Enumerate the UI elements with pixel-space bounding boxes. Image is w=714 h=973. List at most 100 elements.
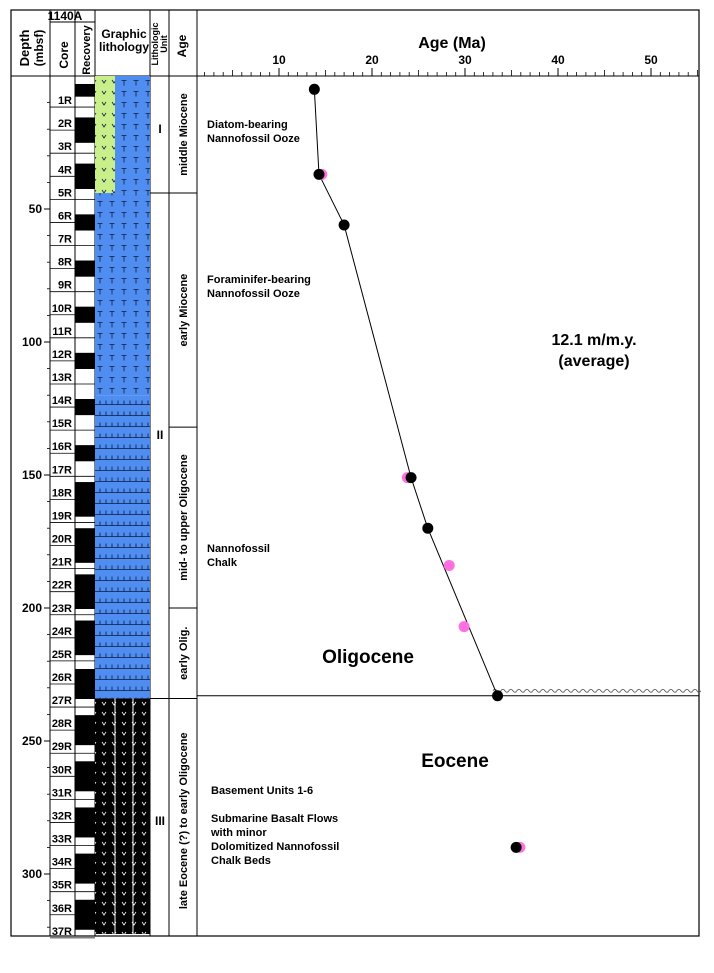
recovery-bar — [75, 761, 95, 777]
lithology-header-2: lithology — [99, 40, 149, 54]
datum-point-black — [405, 472, 417, 484]
unconformity-wave — [492, 688, 702, 693]
unit-header: Lithologic — [150, 23, 160, 66]
core-label: 22R — [52, 580, 72, 592]
recovery-header: Recovery — [81, 24, 93, 74]
datum-point-black — [422, 522, 434, 534]
lithology-description: Nannofossil Ooze — [207, 288, 300, 300]
depth-tick-label: 150 — [22, 468, 42, 482]
recovery-bar — [75, 574, 95, 592]
datum-point-pink — [458, 621, 470, 633]
core-label: 15R — [52, 418, 72, 430]
recovery-bar — [75, 352, 95, 361]
age-unit-label: early Olig. — [178, 627, 190, 680]
oligocene-label: Oligocene — [322, 647, 414, 668]
recovery-bar — [75, 407, 95, 416]
core-label: 3R — [58, 141, 72, 153]
depth-tick-label: 200 — [22, 601, 42, 615]
x-tick-label: 20 — [365, 53, 379, 67]
core-label: 17R — [52, 464, 72, 476]
recovery-bar — [75, 853, 95, 869]
depth-tick-label: 250 — [22, 734, 42, 748]
recovery-bar — [75, 482, 95, 500]
nannofossil-ooze-fill — [115, 76, 150, 194]
core-label: 10R — [52, 303, 72, 315]
core-label: 8R — [58, 257, 72, 269]
core-label: 34R — [52, 857, 72, 869]
age-unit-label: early Miocene — [178, 274, 190, 347]
recovery-bar — [75, 683, 95, 699]
lithology-header: Graphic — [101, 27, 147, 41]
age-unit-label: mid- to upper Oligocene — [178, 454, 190, 581]
lithology-description: Chalk Beds — [211, 855, 271, 867]
recovery-bar — [75, 620, 95, 638]
rate-annotation-2: (average) — [558, 353, 629, 370]
age-unit-label: late Eocene (?) to early Oligocene — [178, 732, 190, 909]
depth-tick-label: 300 — [22, 867, 42, 881]
core-label: 1R — [58, 95, 72, 107]
recovery-bar — [75, 730, 95, 746]
outer-frame — [10, 9, 700, 937]
core-label: 9R — [58, 280, 72, 292]
lithology-description: Foraminifer-bearing — [207, 274, 311, 286]
lithology-description: Dolomitized Nannofossil — [211, 841, 339, 853]
core-label: 5R — [58, 187, 72, 199]
recovery-bar — [75, 222, 95, 231]
core-label: 19R — [52, 510, 72, 522]
recovery-bar — [75, 715, 95, 731]
core-label: 29R — [52, 741, 72, 753]
recovery-bar — [75, 445, 95, 454]
datum-point-black — [313, 168, 325, 180]
core-label: 23R — [52, 603, 72, 615]
core-label: 33R — [52, 834, 72, 846]
recovery-bar — [75, 176, 95, 189]
recovery-bar — [75, 899, 95, 915]
lithologic-unit-label: II — [157, 428, 164, 442]
core-label: 11R — [52, 326, 72, 338]
core-label: 30R — [52, 764, 72, 776]
age-header: Age — [175, 34, 189, 57]
recovery-bar — [75, 545, 95, 563]
recovery-bar — [75, 637, 95, 656]
age-depth-line — [313, 89, 499, 696]
recovery-bar — [75, 163, 95, 177]
diatom-ooze-fill — [95, 76, 115, 194]
core-label: 27R — [52, 695, 72, 707]
x-tick-label: 10 — [272, 53, 286, 67]
basalt-fill — [95, 698, 150, 934]
recovery-bar — [75, 807, 95, 823]
lithologic-unit-label: I — [158, 122, 161, 136]
datum-point-black — [338, 219, 350, 231]
recovery-bar — [75, 914, 95, 930]
recovery-bar — [75, 360, 95, 369]
lithology-description: Submarine Basalt Flows — [211, 813, 338, 825]
lithology-description: Nannofossil — [207, 543, 270, 555]
x-axis-title: Age (Ma) — [418, 35, 486, 52]
core-label: 32R — [52, 810, 72, 822]
rate-annotation: 12.1 m/m.y. — [551, 332, 636, 349]
core-label: 20R — [52, 534, 72, 546]
recovery-bar — [75, 822, 95, 838]
nannofossil-chalk-fill — [95, 395, 150, 699]
datum-point-black — [308, 83, 320, 95]
recovery-bar — [75, 130, 95, 143]
recovery-bar — [75, 668, 95, 684]
core-label: 26R — [52, 672, 72, 684]
core-label: 6R — [58, 210, 72, 222]
recovery-bar — [75, 83, 95, 97]
eocene-label: Eocene — [421, 751, 489, 772]
core-label: 12R — [52, 349, 72, 361]
core-label: 16R — [52, 441, 72, 453]
recovery-bar — [75, 591, 95, 609]
recovery-bar — [75, 268, 95, 277]
datum-point-black — [492, 690, 504, 702]
recovery-bar — [75, 306, 95, 315]
recovery-bar — [75, 398, 95, 408]
core-label: 13R — [52, 372, 72, 384]
lithology-description: Chalk — [207, 557, 238, 569]
core-label: 25R — [52, 649, 72, 661]
lithology-description: with minor — [210, 827, 267, 839]
recovery-bar — [75, 499, 95, 517]
